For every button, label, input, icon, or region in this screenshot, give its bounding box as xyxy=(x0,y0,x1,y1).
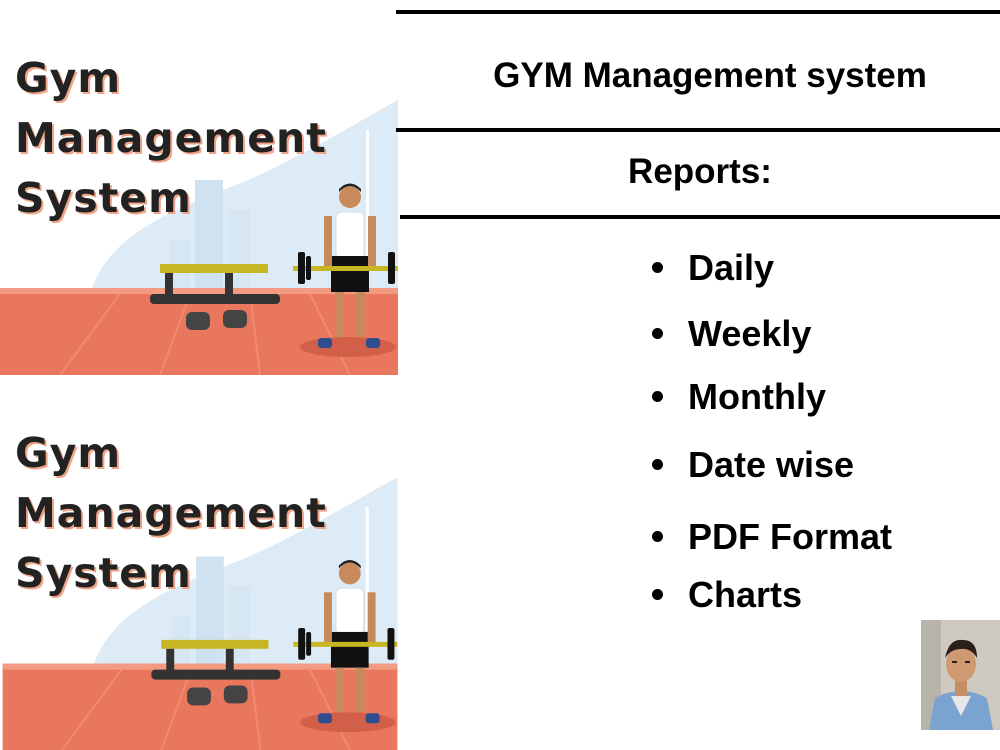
list-item-label: Date wise xyxy=(688,444,855,485)
gym-illustration xyxy=(2,477,398,750)
page-title: GYM Management system xyxy=(493,56,927,95)
banner-title-line: System xyxy=(15,549,192,597)
list-item: Monthly xyxy=(652,377,826,417)
list-item: Charts xyxy=(652,575,802,615)
divider-top xyxy=(396,10,1000,14)
banner-title-line: Gym xyxy=(15,54,122,102)
banner-title-line: Management xyxy=(15,114,327,162)
bullet-icon xyxy=(652,327,663,339)
list-item: Date wise xyxy=(652,445,854,485)
list-item-label: Daily xyxy=(688,247,775,288)
banner-title: Gym Management System xyxy=(15,48,327,228)
avatar xyxy=(921,620,1000,730)
section-heading: Reports: xyxy=(628,152,772,191)
list-item-label: Monthly xyxy=(688,376,826,417)
bullet-icon xyxy=(652,530,663,542)
bullet-icon xyxy=(652,588,663,600)
banner-title-line: Gym xyxy=(15,429,122,477)
list-item: Weekly xyxy=(652,314,811,354)
list-item: PDF Format xyxy=(652,517,892,557)
gym-banner-top: Gym Management System xyxy=(0,0,398,375)
gym-illustration xyxy=(0,100,398,375)
list-item-label: Weekly xyxy=(688,313,812,354)
banner-title-line: System xyxy=(15,174,192,222)
list-item: Daily xyxy=(652,248,774,288)
bullet-icon xyxy=(652,261,663,273)
list-item-label: PDF Format xyxy=(688,516,893,557)
bullet-icon xyxy=(652,458,663,470)
bullet-icon xyxy=(652,390,663,402)
banner-title: Gym Management System xyxy=(15,423,327,603)
avatar-photo xyxy=(921,620,1000,730)
banner-title-line: Management xyxy=(15,489,327,537)
divider-middle xyxy=(396,128,1000,132)
gym-banner-bottom: Gym Management System xyxy=(0,378,400,750)
list-item-label: Charts xyxy=(688,574,803,615)
divider-lower xyxy=(400,215,1000,219)
